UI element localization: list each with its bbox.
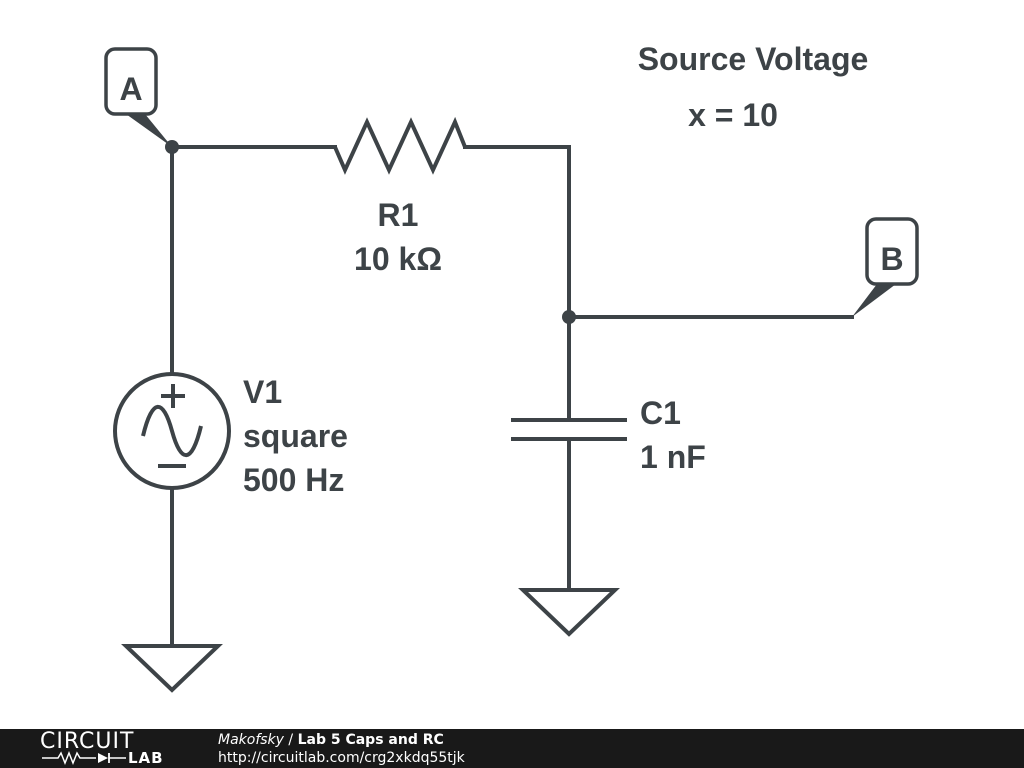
c1-name-label: C1 — [640, 395, 681, 431]
circuitlab-logo[interactable]: CIRCUIT LAB — [40, 731, 180, 767]
resistor-r1-symbol[interactable] — [333, 116, 467, 175]
probe-a-label: A — [119, 71, 142, 107]
junction-dot-b — [562, 310, 576, 324]
circuit-schematic: A B Source Voltage x = 10 R1 10 kΩ C1 1 … — [104, 41, 919, 693]
logo-resistor-diode-icon — [42, 751, 126, 765]
voltage-source-v1-symbol[interactable] — [113, 372, 231, 490]
probe-a-pointer-icon — [126, 114, 172, 147]
footer-bar: CIRCUIT LAB Makofsky / Lab 5 Caps and RC… — [0, 729, 1024, 768]
footer-title-line: Makofsky / Lab 5 Caps and RC — [218, 731, 444, 749]
author-link[interactable]: Makofsky — [218, 732, 284, 748]
circuit-title[interactable]: Lab 5 Caps and RC — [297, 732, 444, 748]
logo-wordmark-top: CIRCUIT — [40, 729, 135, 754]
v1-type-label: square — [243, 418, 348, 454]
circuit-url-link[interactable]: http://circuitlab.com/crg2xkdq55tjk — [218, 750, 465, 766]
v1-frequency-label: 500 Hz — [243, 462, 344, 498]
v1-name-label: V1 — [243, 374, 282, 410]
probe-b-pointer-icon — [852, 284, 896, 317]
title-separator: / — [283, 732, 298, 748]
ground-icon-c1 — [518, 588, 620, 637]
ground-icon-v1 — [121, 644, 223, 693]
annotation-title: Source Voltage — [638, 41, 869, 77]
annotation-value: x = 10 — [688, 97, 778, 133]
wires — [170, 145, 854, 648]
c1-value-label: 1 nF — [640, 439, 706, 475]
wire-r1-to-node-b — [463, 145, 571, 319]
logo-wordmark-bottom: LAB — [128, 749, 164, 767]
probe-a[interactable]: A — [104, 47, 172, 147]
r1-value-label: 10 kΩ — [354, 241, 442, 277]
probe-b-label: B — [880, 241, 903, 277]
capacitor-c1-symbol[interactable] — [511, 418, 627, 441]
r1-name-label: R1 — [378, 197, 419, 233]
probe-b[interactable]: B — [852, 217, 919, 317]
